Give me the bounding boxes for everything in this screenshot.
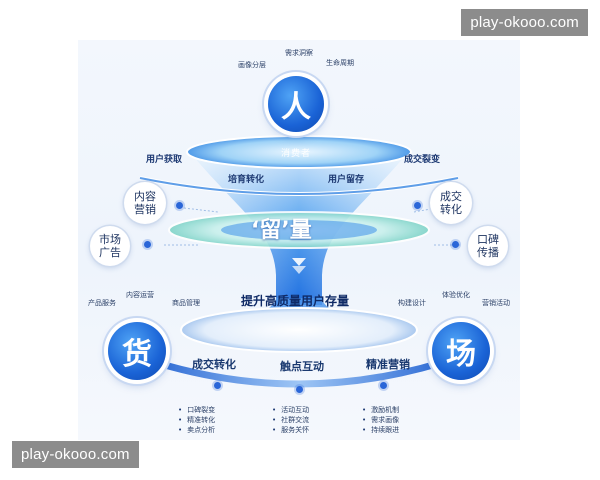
tag-marketing-activity: 营销活动 [482,299,510,307]
retention-title: ‘留’量 [251,218,312,243]
tag-build-design: 构建设计 [398,299,426,307]
dot-right-lower [452,241,459,248]
bubble-market-ads: 市场 广告 [90,226,130,266]
flow-deal-fission: 成交裂变 [404,155,441,165]
dot-right-upper [414,202,421,209]
goods-circle: 货 [108,322,166,380]
bullet-item: 激励机制 [362,405,399,415]
tag-lifecycle: 生命周期 [326,59,354,67]
bubble-content-marketing: 内容 营销 [124,182,166,224]
watermark-bottom-left: play-okooo.com [12,441,139,468]
dot-left-upper [176,202,183,209]
diagram-canvas: 人 画像分层 需求洞察 生命周期 消费者 用户获取 培育转化 用户留存 成交裂变… [78,40,520,440]
bullet-item: 持续跟进 [362,425,399,435]
arc-label-deal-conversion: 成交转化 [192,358,236,371]
funnel-graphic [132,135,466,388]
person-circle: 人 [268,76,324,132]
arc-dot-center [296,386,303,393]
arc-dot-right [380,382,387,389]
tag-product-service: 产品服务 [88,299,116,307]
bubble-word-of-mouth-label: 口碑 传播 [477,233,499,259]
bullet-item: 活动互动 [272,405,309,415]
bubble-deal-conversion-label: 成交 转化 [440,190,462,216]
bullet-item: 口碑裂变 [178,405,215,415]
field-circle: 场 [432,322,490,380]
dot-left-lower [144,241,151,248]
field-char: 场 [446,337,476,372]
flow-user-retention: 用户留存 [328,175,365,185]
tag-persona-layer: 画像分层 [238,61,266,69]
arc-label-touchpoint: 触点互动 [280,360,324,373]
arc-label-precision-marketing: 精准营销 [366,358,410,371]
tag-experience-opt: 体验优化 [442,291,470,299]
tag-demand-insight: 需求洞察 [285,49,313,57]
arc-dot-left [214,382,221,389]
bullet-item: 卖点分析 [178,425,215,435]
tag-content-ops: 内容运营 [126,291,154,299]
bullet-item: 服务关怀 [272,425,309,435]
bullet-item: 精准转化 [178,415,215,425]
bottom-banner: 提升高质量用户存量 [241,294,350,308]
bubble-deal-conversion: 成交 转化 [430,182,472,224]
bullet-item: 需求画像 [362,415,399,425]
bullet-item: 社群交流 [272,415,309,425]
goods-char: 货 [122,337,152,372]
consumer-label: 消费者 [281,149,312,159]
bullet-column-left: 口碑裂变 精准转化 卖点分析 [178,405,215,435]
tag-goods-mgmt: 商品管理 [172,299,200,307]
flow-nurture-conversion: 培育转化 [228,175,265,185]
bullet-column-right: 激励机制 需求画像 持续跟进 [362,405,399,435]
bubble-content-marketing-label: 内容 营销 [134,190,156,216]
bubble-market-ads-label: 市场 广告 [99,233,121,259]
person-char: 人 [281,90,311,125]
flow-user-acquisition: 用户获取 [146,155,183,165]
bubble-word-of-mouth: 口碑 传播 [468,226,508,266]
watermark-top-right: play-okooo.com [461,9,588,36]
bullet-column-center: 活动互动 社群交流 服务关怀 [272,405,309,435]
